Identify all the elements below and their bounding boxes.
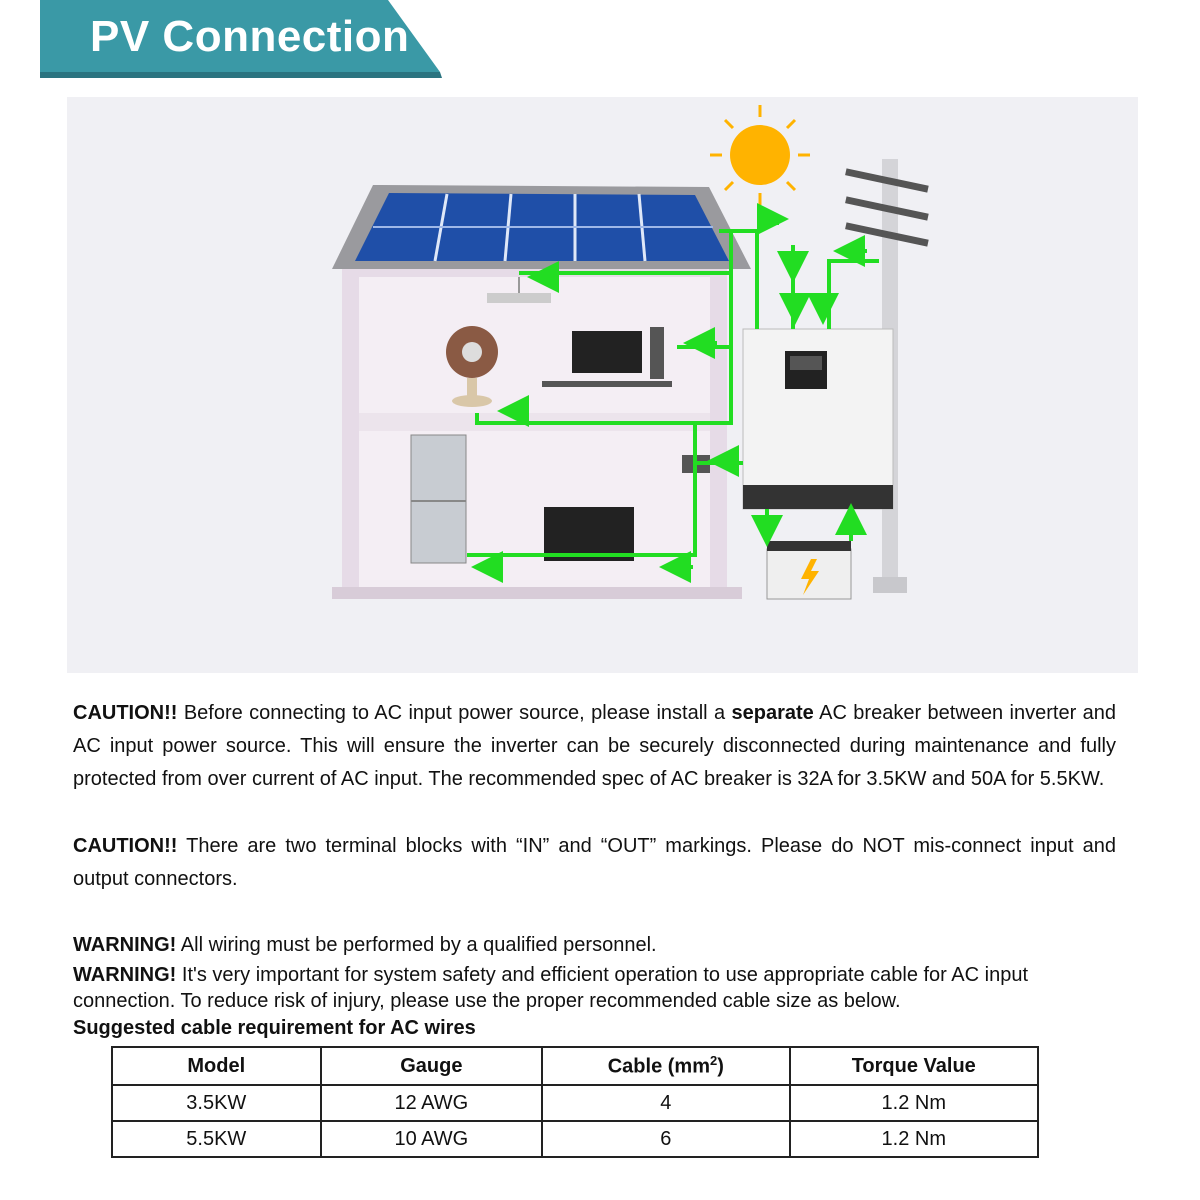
battery-illustration — [766, 541, 852, 600]
caution-terminal-paragraph: CAUTION!! There are two terminal blocks … — [73, 830, 1116, 896]
cell-gauge: 12 AWG — [319, 1084, 544, 1122]
table-row: 3.5KW 12 AWG 4 1.2 Nm — [111, 1084, 1040, 1122]
cell-torque: 1.2 Nm — [788, 1084, 1040, 1122]
cell-gauge: 10 AWG — [319, 1120, 544, 1158]
sun-illustration — [710, 105, 810, 205]
caution-label: CAUTION!! — [73, 835, 178, 857]
header-cable: Cable (mm2) — [541, 1046, 791, 1086]
table-row: 5.5KW 10 AWG 6 1.2 Nm — [111, 1120, 1040, 1158]
warning-cable-paragraph: WARNING! It's very important for system … — [73, 962, 1116, 1014]
header-torque: Torque Value — [788, 1046, 1040, 1086]
caution-text: There are two terminal blocks with “IN” … — [73, 835, 1116, 890]
appliances-illustration — [410, 277, 710, 564]
cell-model: 5.5KW — [111, 1120, 322, 1158]
header-banner-shape — [40, 0, 442, 78]
cable-spec-table: Model Gauge Cable (mm2) Torque Value 3.5… — [111, 1046, 1040, 1158]
caution-text-b: AC breaker between inverter and AC input… — [73, 702, 1116, 790]
warning-label: WARNING! — [73, 934, 177, 956]
cell-cable: 6 — [541, 1120, 791, 1158]
table-title: Suggested cable requirement for AC wires — [73, 1017, 476, 1039]
house-illustration — [332, 267, 742, 599]
diagram-illustration — [332, 105, 929, 600]
table-header-row: Model Gauge Cable (mm2) Torque Value — [111, 1046, 1040, 1086]
header-gauge: Gauge — [319, 1046, 544, 1086]
pv-system-diagram — [67, 97, 1138, 673]
warning-label: WARNING! — [73, 964, 177, 986]
caution-emphasis: separate — [731, 702, 814, 724]
cell-torque: 1.2 Nm — [788, 1120, 1040, 1158]
warning-text: It's very important for system safety an… — [73, 964, 1028, 1012]
page-title: PV Connection — [90, 12, 410, 61]
inverter-illustration — [742, 328, 894, 510]
cell-model: 3.5KW — [111, 1084, 322, 1122]
warning-text: All wiring must be performed by a qualif… — [176, 934, 657, 956]
caution-label: CAUTION!! — [73, 702, 178, 724]
caution-breaker-paragraph: CAUTION!! Before connecting to AC input … — [73, 697, 1116, 796]
caution-text-a: Before connecting to AC input power sour… — [177, 702, 732, 724]
flow-arrows — [471, 203, 867, 583]
header-banner: PV Connection — [40, 0, 442, 78]
header-model: Model — [111, 1046, 322, 1086]
solar-panel-roof — [332, 185, 751, 269]
cell-cable: 4 — [541, 1084, 791, 1122]
warning-personnel-paragraph: WARNING! All wiring must be performed by… — [73, 932, 1116, 958]
